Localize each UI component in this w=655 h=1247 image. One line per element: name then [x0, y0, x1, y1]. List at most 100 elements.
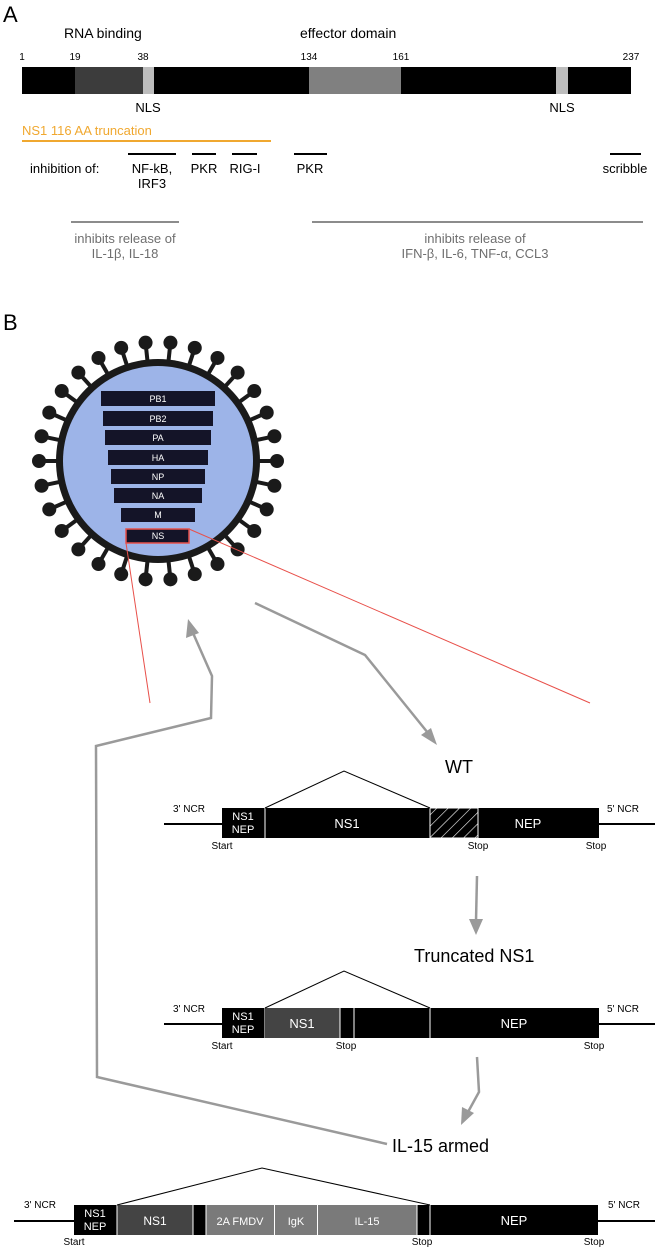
zoom-line-right: [188, 528, 591, 704]
effector-domain-box: [309, 67, 401, 94]
armed-2a-region: [206, 1205, 274, 1235]
trunc-ncr-right: 5' NCR: [607, 1004, 639, 1015]
armed-box-nep: NEP: [84, 1221, 107, 1233]
armed-ns1-region: [117, 1205, 193, 1235]
target-scribble: scribble: [603, 161, 648, 176]
armed-nep: NEP: [501, 1213, 528, 1228]
rna-binding-label: RNA binding: [64, 25, 142, 41]
position-134: 134: [301, 52, 318, 63]
arrow-trunc-to-armed-shaft: [466, 1056, 481, 1113]
armed-stop-1: Stop: [412, 1237, 433, 1247]
trunc-ncr-left: 3' NCR: [173, 1004, 205, 1015]
wt-box-nep: NEP: [232, 824, 255, 836]
release-left-line2: IL-1β, IL-18: [92, 246, 159, 261]
spike-head: [54, 384, 69, 399]
spike-head: [114, 567, 129, 582]
position-237: 237: [623, 52, 640, 63]
spike-head: [210, 557, 225, 572]
spike-stem: [46, 479, 61, 487]
spike-head: [267, 429, 282, 444]
spike-head: [42, 502, 57, 517]
truncation-label: NS1 116 AA truncation: [22, 123, 152, 138]
segment-bar-m: [121, 508, 195, 522]
spike-stem: [64, 518, 79, 530]
segment-pa: PA: [152, 433, 163, 443]
release-right-line2: IFN-β, IL-6, TNF-α, CCL3: [402, 246, 549, 261]
trunc-gene: [222, 1008, 599, 1038]
arrow-to-virion-head: [186, 619, 199, 638]
panel-b-label: B: [3, 310, 18, 335]
wt-title: WT: [445, 757, 473, 777]
spike-head: [163, 335, 178, 350]
target-irf3: IRF3: [138, 176, 166, 191]
spike-head: [230, 542, 245, 557]
spike-head: [163, 572, 178, 587]
arrow-trunc-to-armed-head: [461, 1107, 474, 1125]
target-nfkb: NF-kB,: [132, 161, 172, 176]
wt-ns1: NS1: [334, 816, 359, 831]
spike-head: [114, 340, 129, 355]
release-right-line1: inhibits release of: [424, 231, 526, 246]
segment-np: NP: [152, 472, 165, 482]
armed-igk-region: [275, 1205, 317, 1235]
spike-stem: [144, 560, 150, 575]
spike-stem: [53, 499, 68, 510]
spike-head: [247, 523, 262, 538]
spike-head: [210, 350, 225, 365]
armed-il15-region: [318, 1205, 417, 1235]
spike-stem: [53, 412, 68, 423]
spike-stem: [255, 435, 270, 443]
spike-stem: [120, 555, 130, 571]
spike-stem: [237, 518, 252, 530]
trunc-ns1: NS1: [289, 1016, 314, 1031]
arrow-to-wt-shaft: [254, 601, 429, 734]
trunc-box-ns1: NS1: [232, 1011, 253, 1023]
spike-head: [34, 478, 49, 493]
virion: PB1 PB2 PA HA NP NA M NS: [32, 335, 284, 587]
wt-nep: NEP: [515, 816, 542, 831]
wt-gene-bar: [222, 808, 599, 838]
segment-pb1: PB1: [149, 394, 166, 404]
armed-splice-line: [116, 1167, 431, 1206]
spike-head: [54, 523, 69, 538]
nls-box-1: [143, 67, 154, 94]
nls-label-2: NLS: [549, 100, 575, 115]
armed-stop-2: Stop: [584, 1237, 605, 1247]
trunc-title: Truncated NS1: [414, 946, 534, 966]
wt-stop-1: Stop: [468, 841, 489, 852]
spike-head: [230, 365, 245, 380]
spike-stem: [186, 555, 196, 571]
nls-label-1: NLS: [135, 100, 161, 115]
genome-segments: PB1 PB2 PA HA NP NA M NS: [101, 391, 215, 544]
spike-head: [259, 405, 274, 420]
spike-stem: [144, 347, 150, 362]
nls-box-2: [556, 67, 568, 94]
segment-m: M: [154, 510, 162, 520]
armed-ncr-left: 3' NCR: [24, 1200, 56, 1211]
armed-gene: [74, 1205, 598, 1235]
position-19: 19: [69, 52, 81, 63]
wt-start: Start: [211, 841, 232, 852]
armed-2a-fmdv: 2A FMDV: [216, 1216, 264, 1228]
trunc-ns1-region: [265, 1008, 340, 1038]
segment-pb2: PB2: [149, 414, 166, 424]
target-pkr-1: PKR: [191, 161, 218, 176]
trunc-splice-line: [264, 970, 431, 1009]
segment-bar-ha: [108, 450, 208, 465]
inhibition-of-label: inhibition of:: [30, 161, 99, 176]
spike-stem: [186, 351, 196, 367]
wt-box-ns1: NS1: [232, 811, 253, 823]
armed-il15: IL-15: [354, 1216, 379, 1228]
trunc-stop-1: Stop: [336, 1041, 357, 1052]
arrow-to-virion-shaft: [94, 632, 388, 1146]
spike-stem: [166, 560, 172, 575]
spike-head: [267, 478, 282, 493]
spike-head: [32, 454, 46, 468]
spike-stem: [80, 533, 93, 548]
spike-stem: [99, 546, 110, 561]
segment-bar-ns: [125, 528, 190, 544]
position-38: 38: [137, 52, 149, 63]
release-left-line1: inhibits release of: [74, 231, 176, 246]
armed-box-ns1: NS1: [84, 1208, 105, 1220]
panel-a-label: A: [3, 2, 18, 27]
